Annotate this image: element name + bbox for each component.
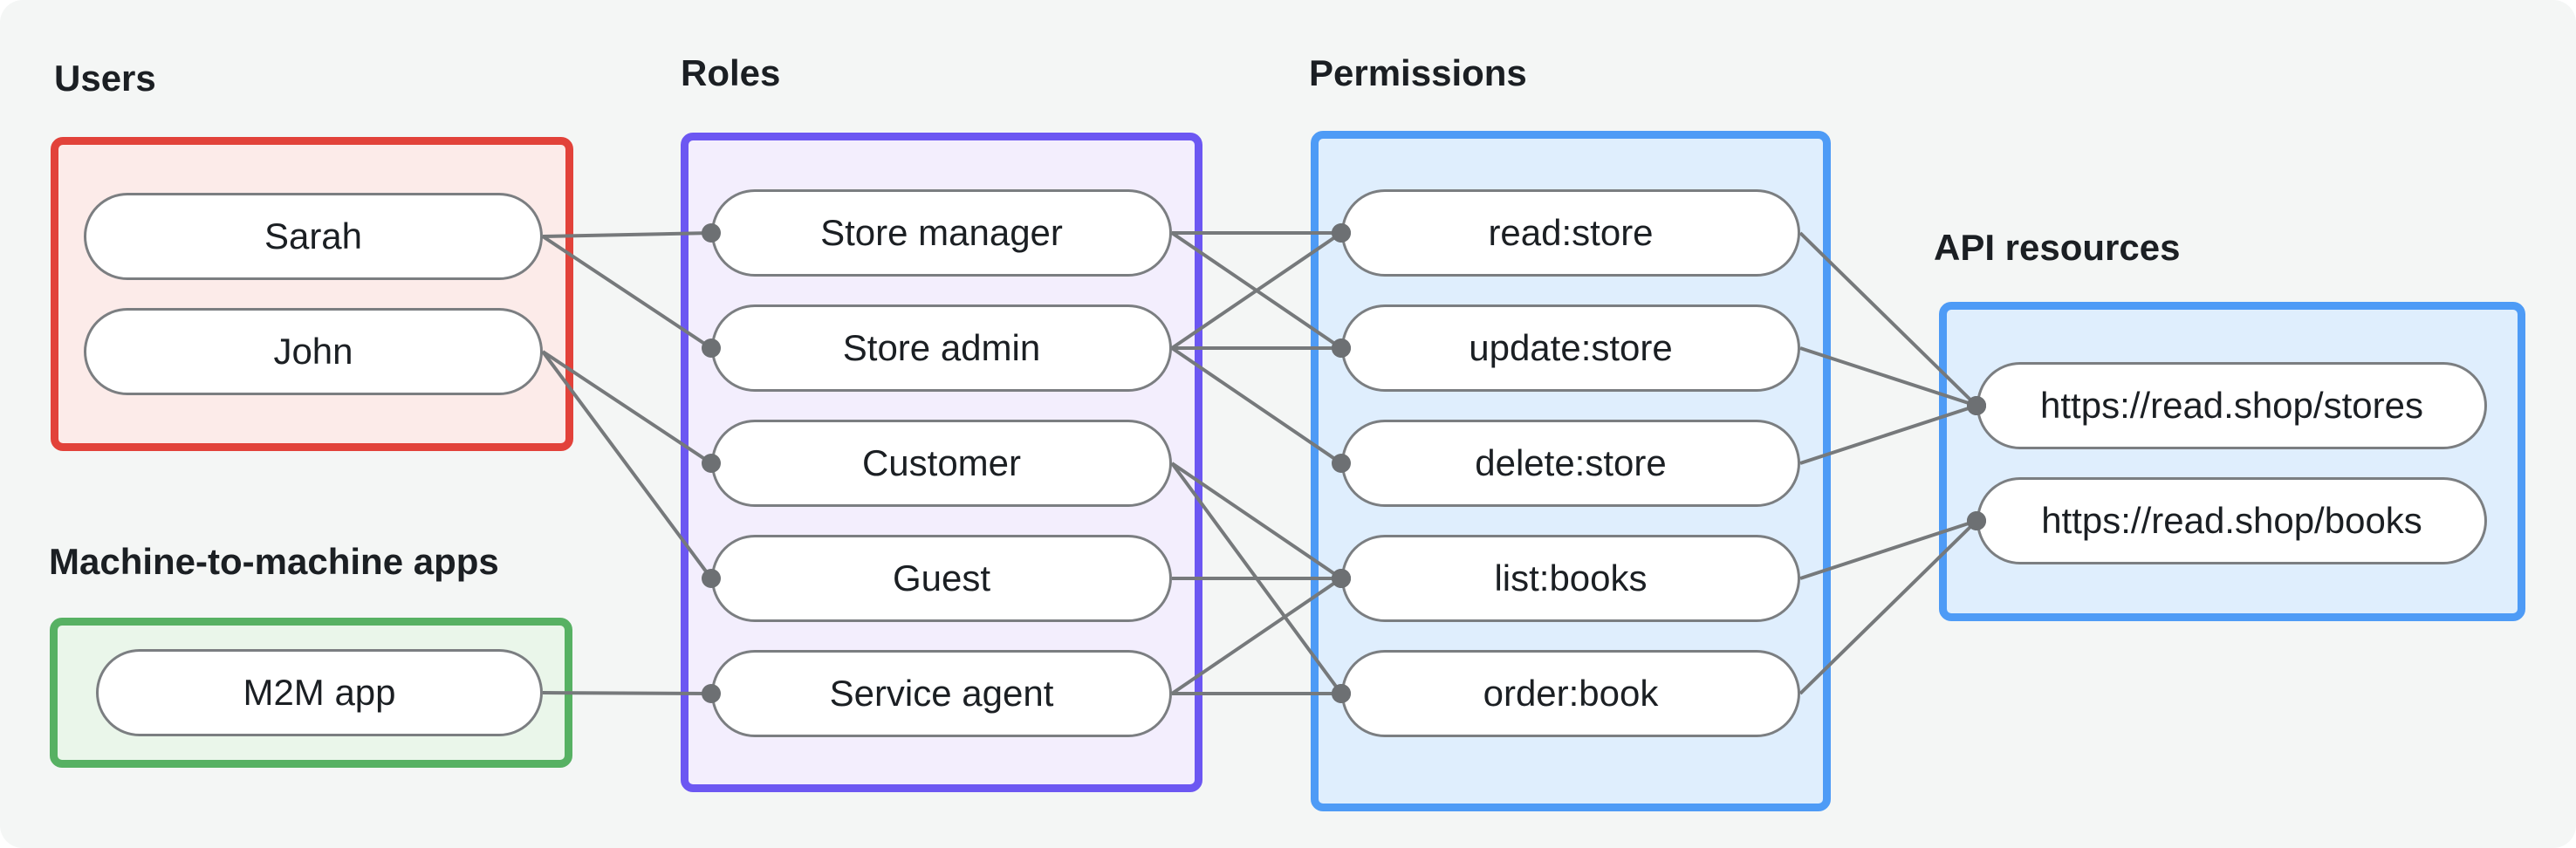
- node-guest: Guest: [711, 535, 1172, 622]
- permissions-group-label: Permissions: [1309, 52, 1527, 93]
- node-john: John: [84, 308, 543, 395]
- node-stores: https://read.shop/stores: [1977, 362, 2487, 449]
- node-customer: Customer: [711, 420, 1172, 507]
- node-order-book: order:book: [1341, 650, 1800, 737]
- node-list-books: list:books: [1341, 535, 1800, 622]
- node-update-store: update:store: [1341, 304, 1800, 392]
- roles-group-label: Roles: [681, 52, 781, 93]
- node-store-manager: Store manager: [711, 189, 1172, 277]
- node-sarah: Sarah: [84, 193, 543, 280]
- node-store-admin: Store admin: [711, 304, 1172, 392]
- node-books: https://read.shop/books: [1977, 477, 2487, 564]
- users-group-box: [51, 137, 573, 451]
- users-group-label: Users: [54, 58, 156, 99]
- node-m2m-app: M2M app: [96, 649, 543, 736]
- m2m-apps-group-label: Machine-to-machine apps: [49, 541, 499, 582]
- node-read-store: read:store: [1341, 189, 1800, 277]
- node-service-agent: Service agent: [711, 650, 1172, 737]
- node-delete-store: delete:store: [1341, 420, 1800, 507]
- api-resources-group-label: API resources: [1934, 227, 2181, 268]
- api-resources-group-box: [1939, 302, 2525, 621]
